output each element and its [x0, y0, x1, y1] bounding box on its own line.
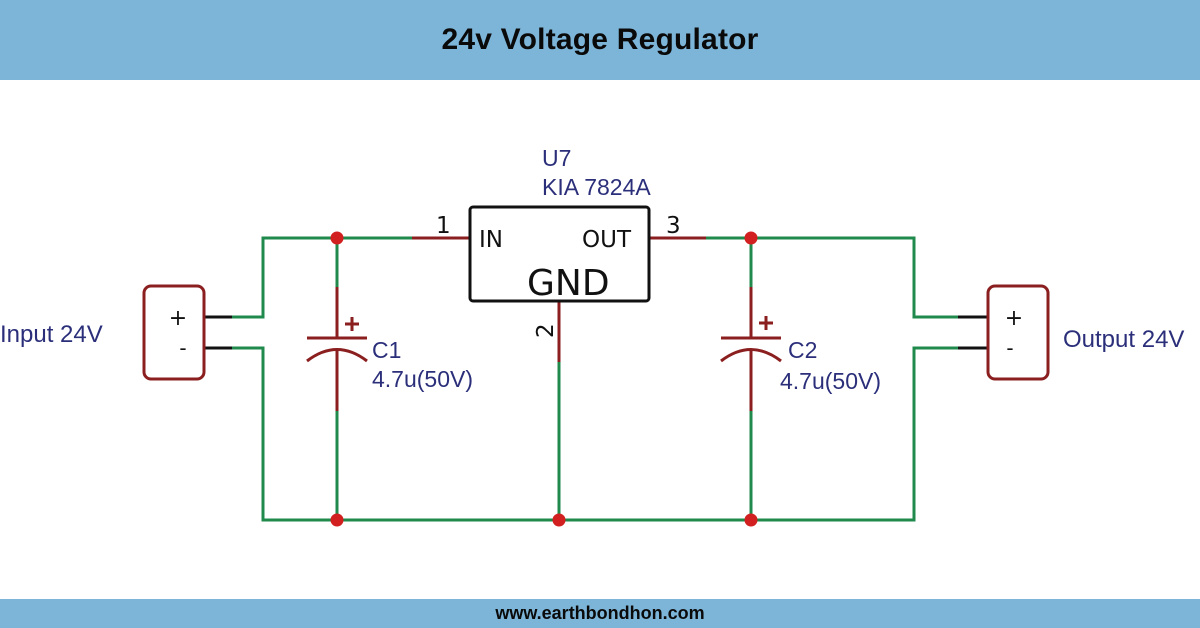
junction-dot — [330, 231, 344, 245]
input-label: Input 24V — [0, 321, 103, 348]
c2-value: 4.7u(50V) — [780, 368, 881, 394]
wires — [230, 236, 960, 522]
regulator-pin2-number: 2 — [533, 323, 559, 338]
wire-output-plus — [704, 236, 960, 319]
regulator-in-label: IN — [479, 227, 503, 253]
junction-dot — [744, 513, 758, 527]
regulator-designator: U7 — [542, 145, 571, 171]
wire-input-minus — [230, 346, 916, 522]
c1-designator: C1 — [372, 337, 401, 363]
output-minus-sign: - — [1006, 336, 1013, 360]
output-label: Output 24V — [1063, 326, 1184, 353]
input-connector — [142, 284, 206, 381]
output-plus-sign: + — [1005, 306, 1023, 331]
regulator-part-number: KIA 7824A — [542, 174, 651, 200]
capacitor-c1 — [306, 287, 368, 411]
input-plus-sign: + — [169, 306, 187, 331]
regulator-pin3-number: 3 — [666, 213, 681, 239]
junction-dot — [744, 231, 758, 245]
capacitor-c2 — [720, 287, 782, 411]
title-banner: 24v Voltage Regulator — [0, 0, 1200, 80]
input-minus-sign: - — [179, 336, 186, 360]
c2-designator: C2 — [788, 337, 817, 363]
regulator-body — [468, 205, 651, 303]
footer-banner: www.earthbondhon.com — [0, 599, 1200, 628]
wire-input-plus — [230, 236, 414, 319]
regulator-pin1-number: 1 — [436, 213, 451, 239]
output-connector — [986, 284, 1050, 381]
diagram-title: 24v Voltage Regulator — [441, 23, 759, 56]
junction-dot — [330, 513, 344, 527]
junction-dot — [552, 513, 566, 527]
wire-output-minus — [912, 346, 960, 522]
c1-value: 4.7u(50V) — [372, 366, 473, 392]
website-url: www.earthbondhon.com — [495, 603, 705, 623]
regulator-out-label: OUT — [582, 227, 632, 253]
regulator-gnd-label: GND — [527, 263, 610, 304]
